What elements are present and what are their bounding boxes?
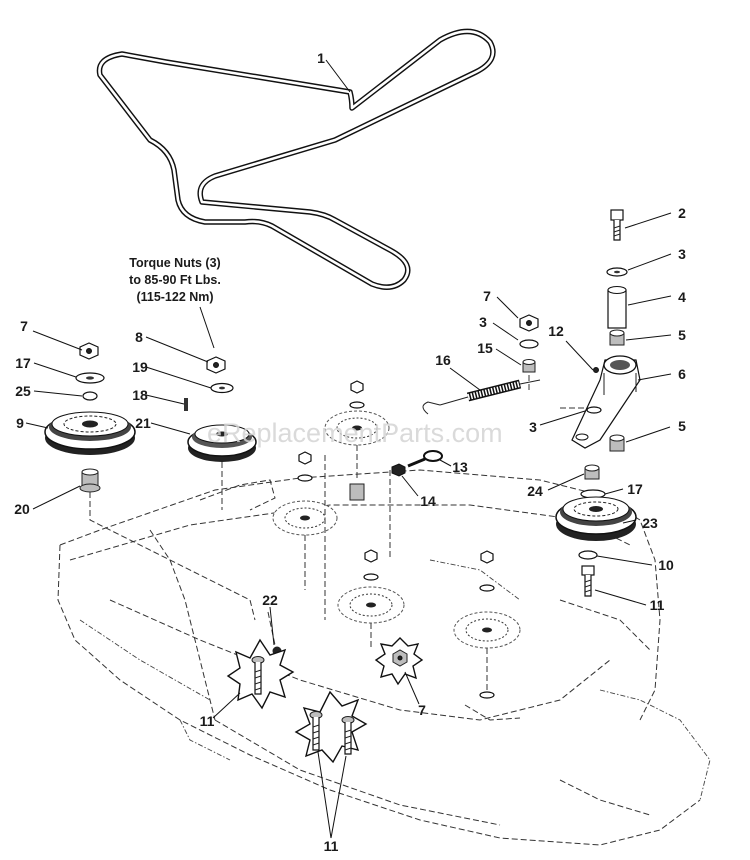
callout-12: 12 xyxy=(548,323,564,339)
eyebolt-icon xyxy=(407,450,443,468)
callout-9: 9 xyxy=(16,415,24,431)
callout-17-left: 17 xyxy=(15,355,31,371)
nut-icon xyxy=(391,463,406,477)
callout-5-top: 5 xyxy=(678,327,686,343)
callout-19: 19 xyxy=(132,359,148,375)
bolt-icon xyxy=(341,716,355,755)
nut-icon xyxy=(79,342,99,360)
callout-20: 20 xyxy=(14,501,30,517)
callout-25: 25 xyxy=(15,383,31,399)
callout-16: 16 xyxy=(435,352,451,368)
callout-7-bottom: 7 xyxy=(418,702,426,718)
left-idler-pulley-assembly xyxy=(44,342,256,621)
callout-13: 13 xyxy=(452,459,468,475)
leader-lines xyxy=(25,59,672,839)
callout-10: 10 xyxy=(658,557,674,573)
spacer-icon xyxy=(584,464,600,480)
drive-belt xyxy=(96,28,496,290)
pulley-icon xyxy=(187,424,257,462)
callout-22: 22 xyxy=(262,592,278,608)
callout-24: 24 xyxy=(527,483,543,499)
pulley-icon xyxy=(555,496,637,541)
sleeve-icon xyxy=(607,286,627,329)
spring-icon xyxy=(466,379,522,402)
spring-hardware xyxy=(519,314,539,390)
bushing-icon xyxy=(609,329,625,346)
nut-inset xyxy=(374,637,424,686)
callout-11-left: 11 xyxy=(200,713,215,729)
callout-2: 2 xyxy=(678,205,686,221)
idler-arm-icon xyxy=(571,355,641,449)
key-pin-icon xyxy=(184,398,188,411)
bushing-icon xyxy=(82,391,98,401)
callout-11-bottom: 11 xyxy=(324,838,339,854)
callout-23: 23 xyxy=(642,515,658,531)
callout-5-bottom: 5 xyxy=(678,418,686,434)
callout-3-arm: 3 xyxy=(529,419,537,435)
bolt-icon xyxy=(309,711,323,751)
torque-note-line2: to 85-90 Ft Lbs. xyxy=(129,273,221,287)
callout-21: 21 xyxy=(135,415,151,431)
spindle-pulley-rear-center xyxy=(324,380,390,501)
bolt-inset-left xyxy=(226,638,295,710)
center-left-pulley-assembly xyxy=(184,356,257,510)
tension-spring-assembly xyxy=(391,379,541,477)
torque-note-line3: (115-122 Nm) xyxy=(136,290,213,304)
deck-spindle-pulleys xyxy=(272,380,521,699)
callout-7-left: 7 xyxy=(20,318,28,334)
pulley-icon xyxy=(44,411,136,455)
deck-hardware xyxy=(267,611,282,656)
callout-3-spring: 3 xyxy=(479,314,487,330)
washer-icon xyxy=(578,550,598,560)
callout-11-right: 11 xyxy=(650,597,665,613)
callout-labels: 1 2 3 4 5 6 5 12 7 3 15 16 3 13 14 24 17… xyxy=(14,50,686,854)
watermark-text: eReplacementParts.com xyxy=(207,418,503,448)
callout-15: 15 xyxy=(477,340,493,356)
callout-18: 18 xyxy=(132,387,148,403)
callout-1: 1 xyxy=(317,50,325,66)
idler-arm-assembly xyxy=(555,209,641,597)
callout-3-washer: 3 xyxy=(678,246,686,262)
spacer-icon xyxy=(79,468,101,493)
callout-4: 4 xyxy=(678,289,686,305)
callout-17-right: 17 xyxy=(627,481,643,497)
torque-note-line1: Torque Nuts (3) xyxy=(129,256,220,270)
bolt-icon xyxy=(610,209,624,241)
nut-icon xyxy=(206,356,226,374)
bolt-icon xyxy=(251,656,265,695)
callout-6: 6 xyxy=(678,366,686,382)
spindle-pulley-left-deck xyxy=(272,451,338,590)
callout-7-spring: 7 xyxy=(483,288,491,304)
callout-14: 14 xyxy=(420,493,436,509)
spindle-pulley-right-deck xyxy=(453,550,521,699)
torque-note: Torque Nuts (3) to 85-90 Ft Lbs. (115-12… xyxy=(129,256,221,349)
callout-8: 8 xyxy=(135,329,143,345)
bolt-inset-bottom xyxy=(294,690,368,764)
bolt-icon xyxy=(581,565,595,597)
bushing-icon xyxy=(609,434,625,452)
spindle-pulley-center-deck xyxy=(337,549,405,650)
